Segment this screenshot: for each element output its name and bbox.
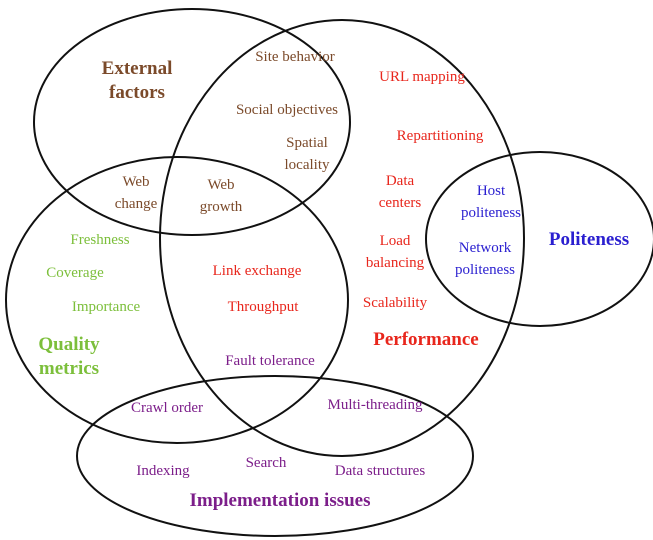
data-structures-label: Data structures — [334, 463, 426, 479]
host-politeness-label: Host politeness — [461, 183, 521, 221]
performance-set — [159, 19, 525, 457]
network-politeness-label: Network politeness — [455, 240, 515, 278]
scalability-label: Scalability — [362, 295, 428, 311]
external-factors-set — [33, 8, 351, 236]
load-balancing-label: Load balancing — [365, 233, 425, 271]
link-exchange-label: Link exchange — [212, 263, 302, 279]
importance-label: Importance — [71, 299, 141, 315]
data-centers-label: Data centers — [378, 173, 422, 211]
performance-title: Performance — [373, 329, 479, 350]
multi-threading-label: Multi-threading — [327, 397, 423, 413]
throughput-label: Throughput — [227, 299, 299, 315]
coverage-label: Coverage — [46, 265, 104, 281]
crawl-order-label: Crawl order — [130, 400, 204, 416]
web-growth-label: Web growth — [199, 177, 243, 215]
indexing-label: Indexing — [136, 463, 190, 479]
external-factors-title: External factors — [101, 58, 173, 103]
implementation-issues-set — [76, 375, 474, 537]
web-change-label: Web change — [114, 174, 158, 212]
freshness-label: Freshness — [70, 232, 130, 248]
search-label: Search — [245, 455, 287, 471]
repartitioning-label: Repartitioning — [396, 128, 484, 144]
spatial-locality-label: Spatial locality — [284, 135, 330, 173]
implementation-issues-title: Implementation issues — [189, 490, 371, 511]
social-objectives-label: Social objectives — [235, 102, 339, 118]
politeness-title: Politeness — [548, 229, 630, 250]
quality-metrics-title: Quality metrics — [38, 334, 100, 379]
url-mapping-label: URL mapping — [379, 69, 465, 85]
fault-tolerance-label: Fault tolerance — [225, 353, 315, 369]
politeness-set — [425, 151, 653, 327]
site-behavior-label: Site behavior — [255, 49, 335, 65]
quality-metrics-set — [5, 156, 349, 444]
